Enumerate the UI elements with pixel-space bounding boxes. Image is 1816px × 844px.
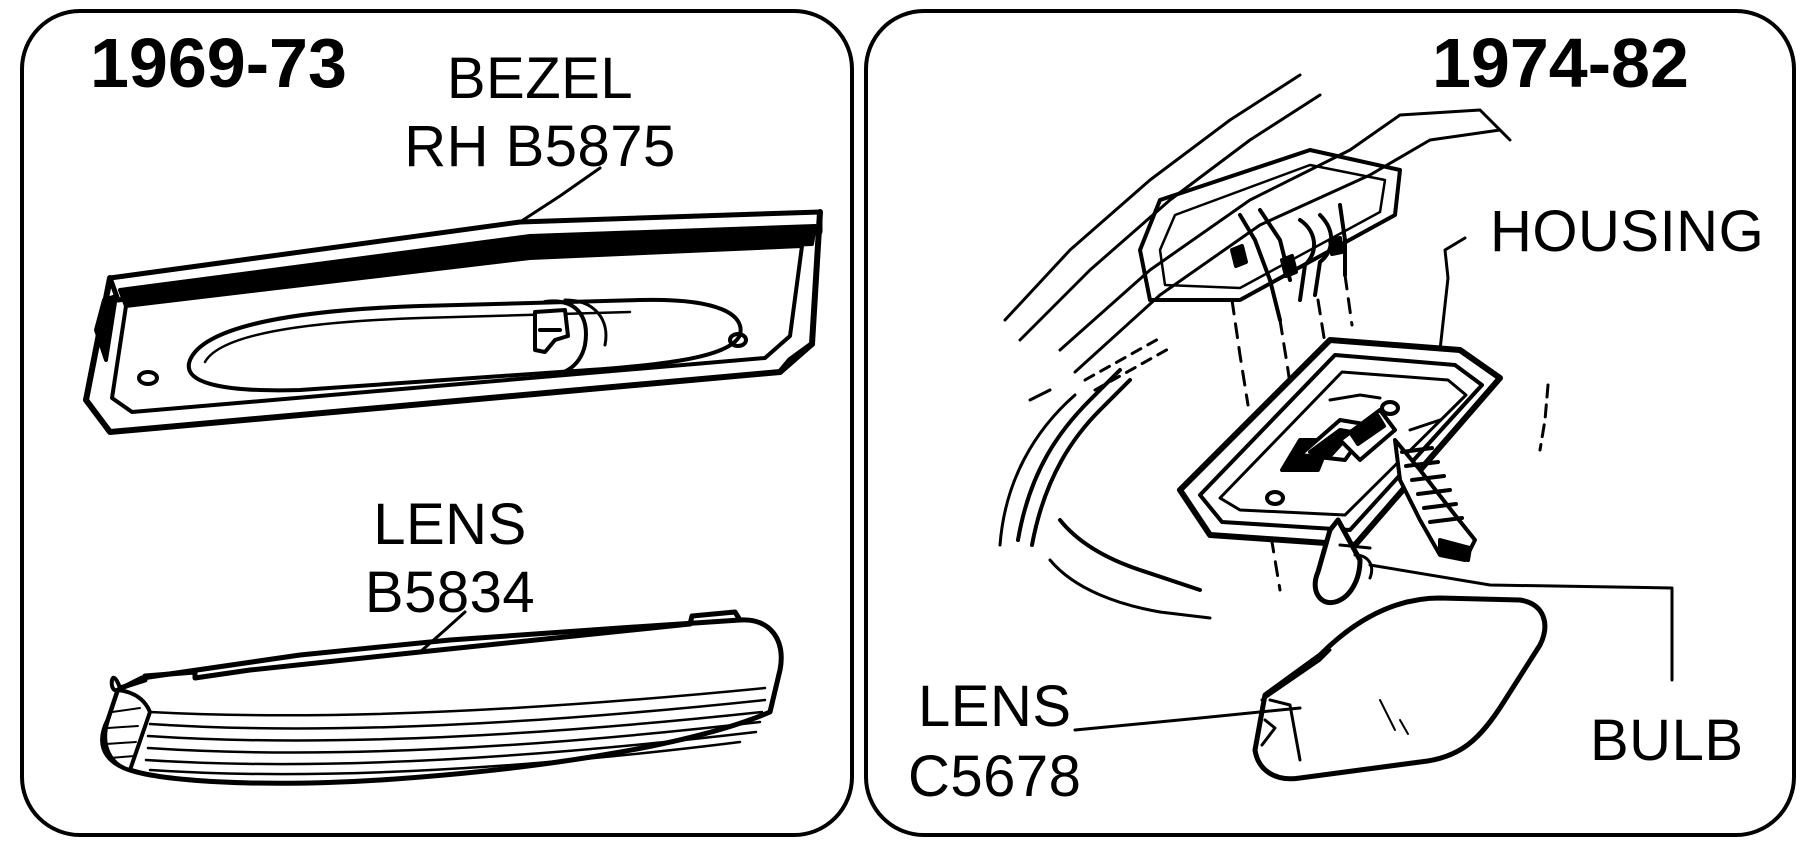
left-panel-frame [20,9,854,837]
bezel-drawing [83,166,823,435]
lens-label-part-number: B5834 [364,560,536,625]
housing-assembly-drawing [998,73,1674,682]
lens-label-name: LENS [373,492,527,557]
year-range-1974-82: 1974-82 [1432,24,1689,102]
bezel-label-name: BEZEL [446,46,634,111]
bulb-label: BULB [1590,708,1744,773]
right-lens-label-name: LENS [918,674,1072,739]
bezel-label-part-number: RH B5875 [404,114,676,179]
lens-drawing [100,609,784,786]
right-lens-label-part-number: C5678 [908,744,1082,809]
right-panel-frame [864,9,1796,837]
right-lens-drawing [1073,595,1548,782]
housing-label: HOUSING [1490,199,1765,264]
year-range-1969-73: 1969-73 [90,24,347,102]
